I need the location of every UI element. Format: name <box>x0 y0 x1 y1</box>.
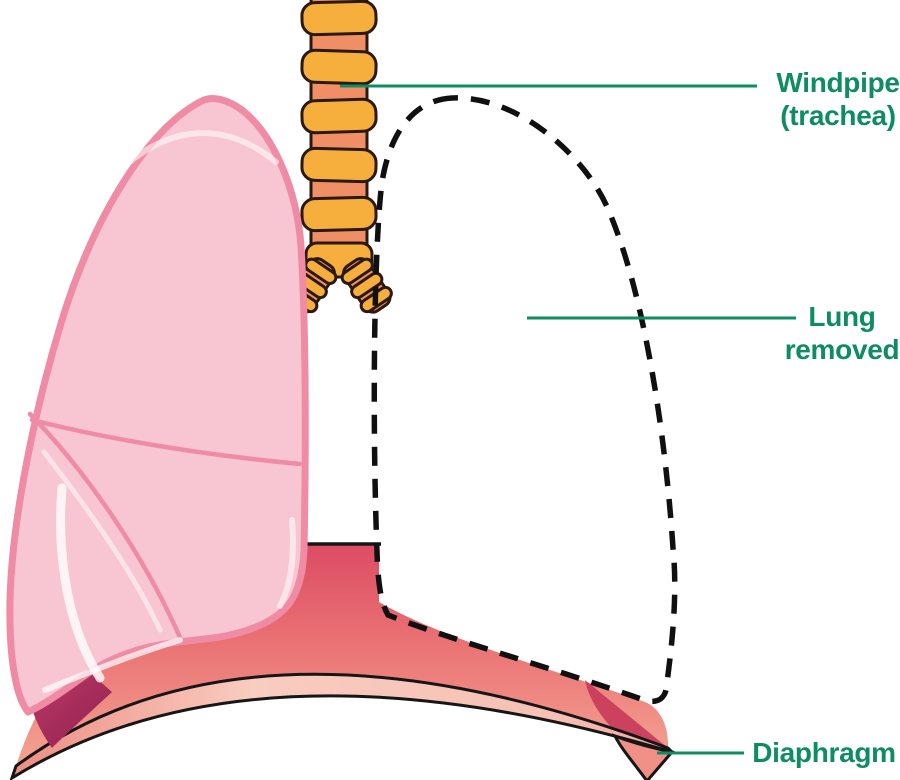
lung-highlight <box>41 449 163 633</box>
leader-lines <box>340 84 796 755</box>
left-lung <box>6 94 309 716</box>
lung-highlight <box>277 517 296 609</box>
diaphragm-label: Diaphragm <box>748 736 900 769</box>
lung-removed-label-line1: Lung <box>808 301 876 332</box>
lung-highlight <box>97 130 279 195</box>
lung-highlight <box>56 483 105 683</box>
windpipe-label-line1: Windpipe <box>776 67 900 98</box>
windpipe-label: Windpipe (trachea) <box>776 66 900 132</box>
windpipe-label-line2: (trachea) <box>780 100 896 131</box>
diaphragm-right-tip <box>611 733 675 780</box>
removed-lung-dashed-outline <box>371 95 678 705</box>
diaphragm-right-tip-shadow <box>585 680 668 748</box>
diaphragm-label-text: Diaphragm <box>752 737 896 768</box>
trachea-ring <box>300 146 378 184</box>
trachea-ring <box>300 97 378 135</box>
trachea-ring <box>300 0 378 37</box>
lung-oblique-fissure <box>27 411 185 645</box>
lung-removed-label: Lung removed <box>784 300 900 366</box>
lung-highlight <box>42 637 183 693</box>
trachea-ring <box>300 48 378 86</box>
lung-removed-label-line2: removed <box>784 334 900 365</box>
trachea-ring <box>300 195 378 233</box>
lung-horizontal-fissure <box>29 417 303 467</box>
